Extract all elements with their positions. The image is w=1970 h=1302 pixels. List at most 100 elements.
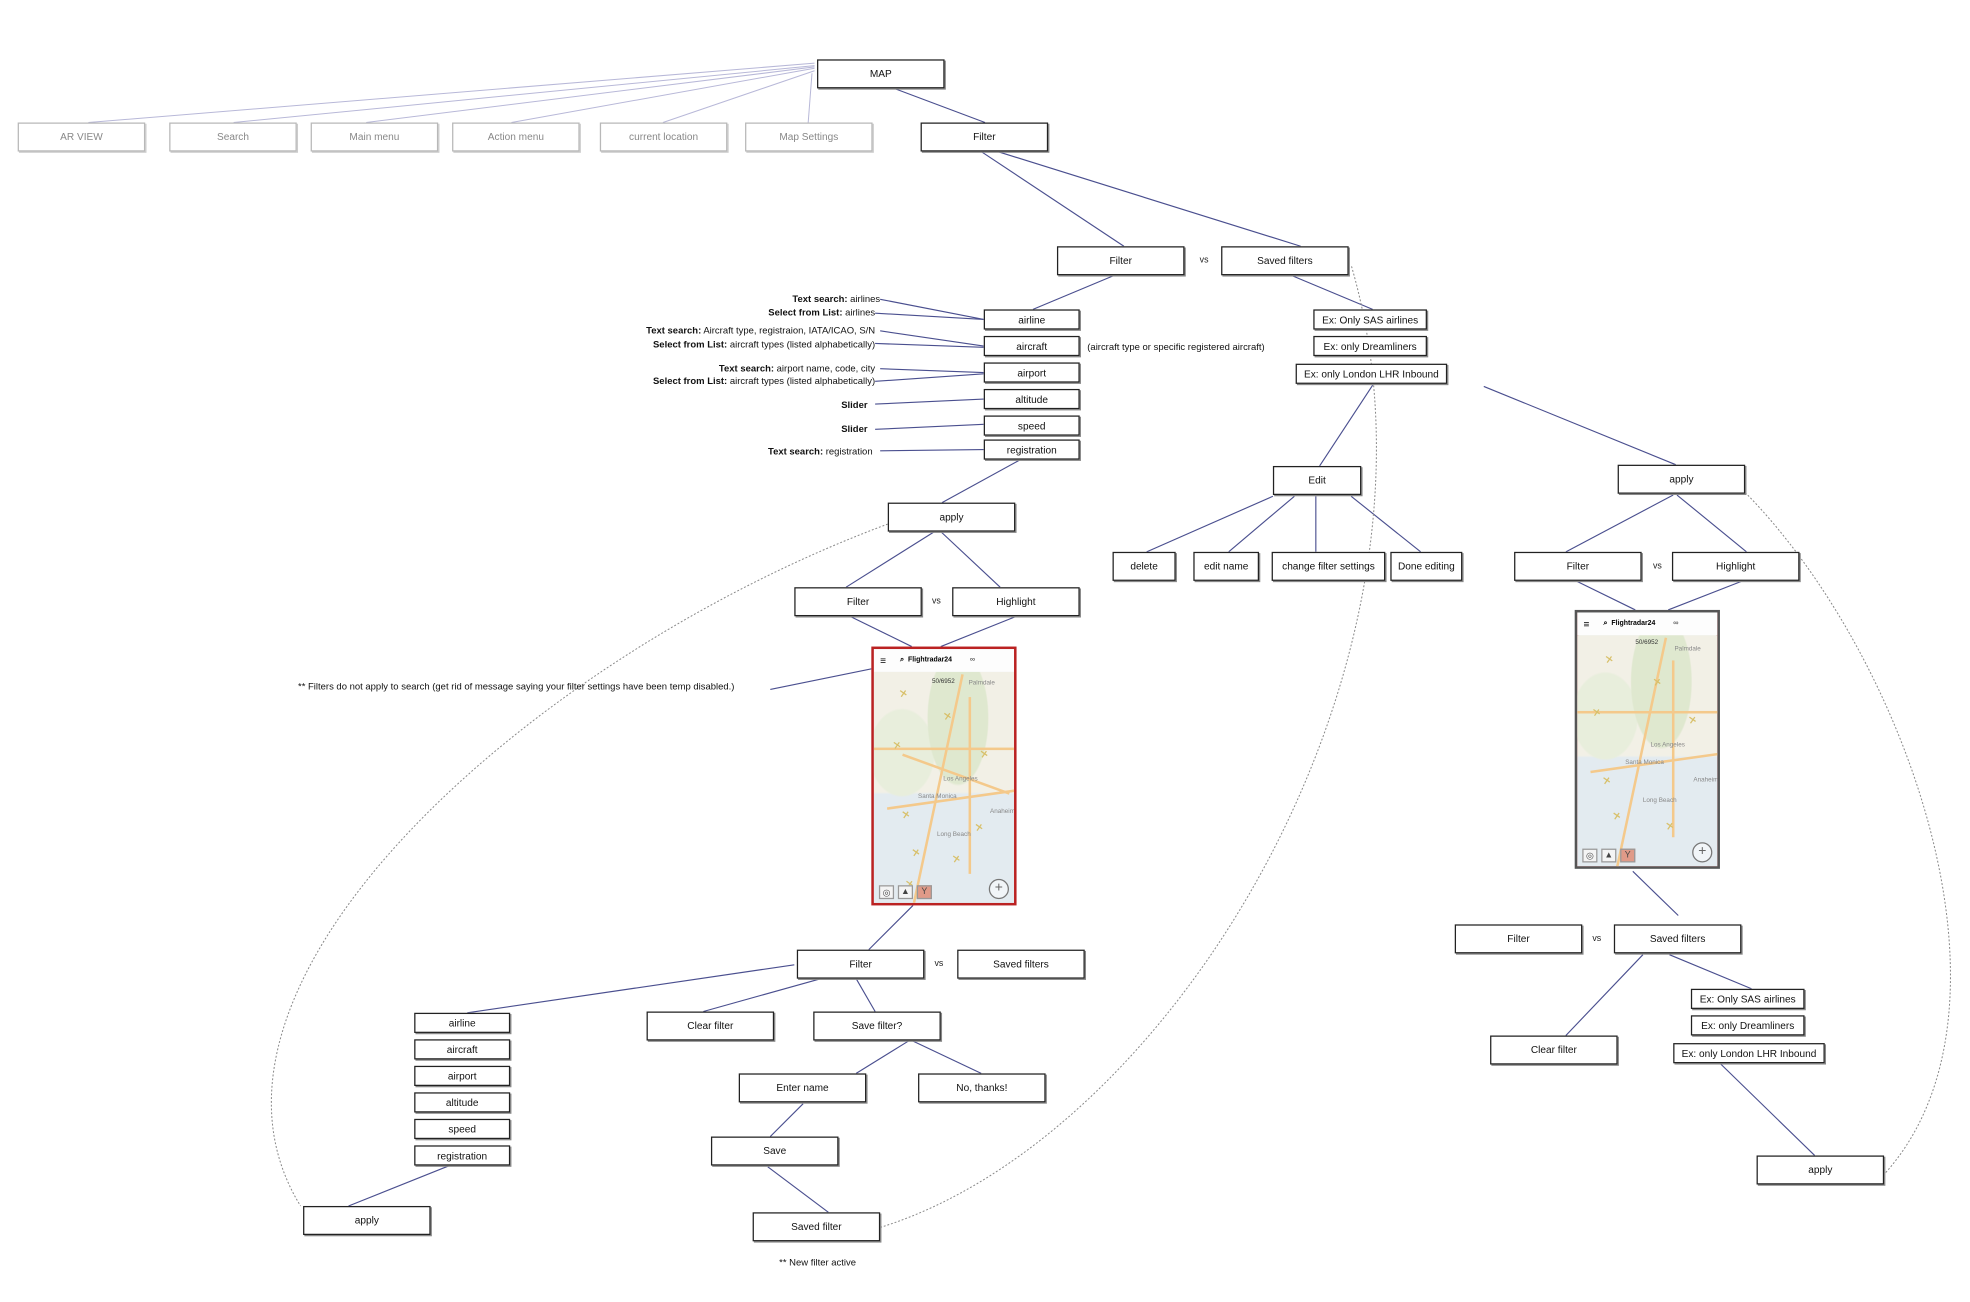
saved-filters-node: Saved filters <box>1613 924 1742 954</box>
search-node: Search <box>169 122 297 152</box>
speed-node: speed <box>983 415 1080 436</box>
filter-branch-node: Filter <box>1056 246 1185 276</box>
vs-label: vs <box>1592 934 1602 944</box>
vs-label: vs <box>931 597 941 607</box>
flight-count: 50/6952 <box>931 678 955 686</box>
aircraft-node: aircraft <box>983 335 1080 357</box>
app-header: ≡ ⌕ Flightradar24 ∞ <box>873 649 1015 672</box>
airline-node: airline <box>414 1012 511 1033</box>
airline-node: airline <box>983 309 1080 330</box>
map-label: Long Beach <box>1642 796 1677 805</box>
action-menu-node: Action menu <box>452 122 580 152</box>
map-label: Los Angeles <box>943 775 978 783</box>
clear-filter-node: Clear filter <box>646 1011 775 1041</box>
highlight-mode-node: Highlight <box>1671 551 1800 581</box>
plane-icon <box>910 847 921 858</box>
registration-node: registration <box>983 439 1080 460</box>
binoculars-icon[interactable]: ∞ <box>1673 620 1679 628</box>
plane-icon <box>1601 775 1612 786</box>
edit-node: Edit <box>1272 465 1362 496</box>
main-menu-node: Main menu <box>310 122 439 152</box>
map-view: Palmdale Los Angeles Santa Monica Long B… <box>873 671 1015 903</box>
apply-node: apply <box>1756 1155 1885 1185</box>
example-sas-node: Ex: Only SAS airlines <box>1313 309 1427 330</box>
apply-saved-node: apply <box>1617 464 1746 494</box>
done-editing-node: Done editing <box>1390 551 1463 581</box>
filter-icon[interactable]: Y <box>1620 848 1636 863</box>
aircraft-note: (aircraft type or specific registered ai… <box>1087 340 1265 353</box>
annotation: Select from List: aircraft types (listed… <box>652 338 876 350</box>
app-header: ≡ ⌕ Flightradar24 ∞ <box>1577 612 1718 636</box>
annotation: Select from List: airlines <box>768 306 876 319</box>
app-title: Flightradar24 <box>908 656 953 665</box>
vs-label: vs <box>934 959 944 969</box>
plane-icon <box>973 822 984 833</box>
app-title: Flightradar24 <box>1611 620 1656 628</box>
add-icon[interactable]: + <box>988 878 1009 900</box>
flight-count: 50/6952 <box>1635 638 1659 647</box>
registration-node: registration <box>414 1145 511 1166</box>
plane-icon <box>1687 715 1698 726</box>
change-filter-settings-node: change filter settings <box>1271 551 1386 581</box>
map-label: Anaheim <box>1693 776 1719 785</box>
edit-name-node: edit name <box>1193 551 1260 581</box>
map-view: Palmdale Los Angeles Santa Monica Long B… <box>1577 635 1719 867</box>
map-label: Palmdale <box>1674 645 1701 653</box>
example-dreamliners-node: Ex: only Dreamliners <box>1690 1015 1805 1036</box>
altitude-node: altitude <box>983 388 1080 410</box>
mountain-icon[interactable]: ▲ <box>1601 848 1617 863</box>
annotation: Text search: registration <box>767 445 873 458</box>
filter-icon[interactable]: Y <box>916 885 932 900</box>
example-lhr-node: Ex: only London LHR Inbound <box>1295 363 1448 384</box>
plane-icon <box>978 749 989 760</box>
mountain-icon[interactable]: ▲ <box>897 885 914 900</box>
map-label: Palmdale <box>968 679 995 687</box>
annotation: Slider <box>841 423 868 435</box>
new-filter-note: ** New filter active <box>779 1256 857 1268</box>
map-node: MAP <box>817 59 945 89</box>
map-label: Santa Monica <box>1625 758 1664 767</box>
annotation: Select from List: aircraft types (listed… <box>652 375 876 387</box>
annotation: Slider <box>841 399 868 411</box>
search-icon[interactable]: ⌕ <box>1603 619 1608 627</box>
filter-mode-node: Filter <box>1514 551 1642 581</box>
flow-connectors <box>348 87 1816 1213</box>
hamburger-menu-icon[interactable]: ≡ <box>880 654 887 667</box>
speed-node: speed <box>414 1118 511 1140</box>
gray-connectors <box>88 62 815 123</box>
example-dreamliners-node: Ex: only Dreamliners <box>1313 335 1427 357</box>
plane-icon <box>1652 677 1663 688</box>
save-filter-node: Save filter? <box>813 1011 941 1041</box>
hamburger-menu-icon[interactable]: ≡ <box>1583 618 1590 630</box>
vs-label: vs <box>1653 561 1662 571</box>
apply-node: apply <box>303 1205 431 1236</box>
binoculars-icon[interactable]: ∞ <box>969 656 976 665</box>
clear-filter-node: Clear filter <box>1490 1035 1618 1065</box>
locate-icon[interactable]: ◎ <box>1582 848 1598 863</box>
plane-icon <box>951 853 962 864</box>
airport-node: airport <box>983 362 1080 383</box>
enter-name-node: Enter name <box>738 1073 867 1103</box>
saved-filters-node: Saved filters <box>1221 246 1349 276</box>
plane-icon <box>1604 654 1615 665</box>
dotted-return-connectors <box>270 265 1951 1228</box>
map-settings-node: Map Settings <box>745 122 873 152</box>
vs-label: vs <box>1199 256 1209 266</box>
delete-node: delete <box>1112 551 1176 581</box>
apply-node: apply <box>887 502 1016 532</box>
plane-icon <box>898 688 909 699</box>
filter-node: Filter <box>1454 924 1583 954</box>
add-icon[interactable]: + <box>1692 842 1713 863</box>
example-lhr-node: Ex: only London LHR Inbound <box>1673 1043 1825 1064</box>
annotation: Text search: airlines <box>792 292 881 305</box>
current-location-node: current location <box>599 122 728 152</box>
map-label: Long Beach <box>936 830 971 839</box>
highlight-mode-node: Highlight <box>952 587 1080 617</box>
search-note: ** Filters do not apply to search (get r… <box>298 680 735 693</box>
search-icon[interactable]: ⌕ <box>899 656 905 664</box>
altitude-node: altitude <box>414 1092 511 1113</box>
plane-icon <box>1591 707 1602 718</box>
locate-icon[interactable]: ◎ <box>878 885 895 900</box>
